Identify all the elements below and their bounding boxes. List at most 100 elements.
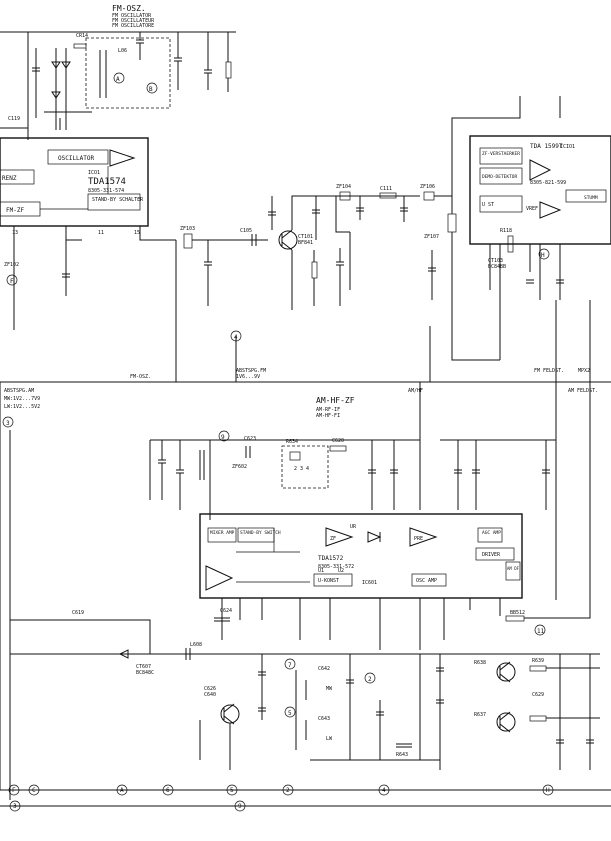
block-osc-amp: OSC AMP <box>416 578 437 584</box>
block-standby: STAND-BY SCHALTER <box>92 197 144 203</box>
sig-lw-range: LW:1V2...5V2 <box>4 404 40 410</box>
label-c623: C624 <box>220 608 232 614</box>
tda1574-name: TDA1574 <box>88 177 126 187</box>
am-hf-section: AM-HF-ZF AM-RF-IF AM-HF-FI 9 ZF602 R634 … <box>0 382 557 800</box>
sig-abst-am: ABSTSPG.AM <box>4 388 34 394</box>
label-zf602: R634 <box>286 439 298 445</box>
am-hf-sub-2: AM-HF-FI <box>316 413 340 419</box>
am-mode-lw: LW <box>326 736 333 742</box>
fm-osc-sub-2: FM OSCILLATEUR <box>112 18 155 24</box>
label-cl610: C619 <box>72 610 84 616</box>
am-hf-sub-1: AM-RF-IF <box>316 407 340 413</box>
block-zf: ZF <box>330 536 336 542</box>
bottom-ref-marker <box>226 784 238 796</box>
bottom-ref-label: 6 <box>166 787 170 794</box>
am-osc-section: C619 CT607 BC848C L608 C626 C640 7 5 C64… <box>10 610 600 770</box>
label-r628: R639 <box>532 658 544 664</box>
label-l609: C643 <box>318 716 330 722</box>
tda1572-part: 8305-331-572 <box>318 564 354 570</box>
label-c619: L608 <box>190 642 202 648</box>
label-c111: C111 <box>380 186 392 192</box>
bottom-ref-marker <box>282 784 294 796</box>
tda1572-name: TDA1572 <box>318 555 344 562</box>
ic-tda1572-box <box>199 513 523 599</box>
bottom-ref-marker <box>9 800 21 812</box>
block-driver: DRIVER <box>482 552 501 558</box>
label-l06: L06 <box>118 48 127 54</box>
label-l608: C642 <box>318 666 330 672</box>
label-bf841: BF841 <box>298 240 313 246</box>
svg-text:5: 5 <box>288 710 292 717</box>
label-zf104: ZF104 <box>336 184 351 190</box>
fm-if-chain: F ZF102 ZF103 C105 CT101 BF841 ZF104 C11… <box>4 184 457 336</box>
tda1574-part: 8305-331-574 <box>88 188 124 194</box>
svg-text:H: H <box>541 252 545 259</box>
svg-text:A: A <box>116 76 120 83</box>
label-bb512: BC848C <box>136 670 154 676</box>
transistor-ct608 <box>496 662 516 682</box>
block-agc: AGC AMP <box>482 530 501 536</box>
label-zf106: ZF106 <box>420 184 435 190</box>
svg-text:11: 11 <box>98 230 104 236</box>
svg-text:F: F <box>10 278 14 285</box>
tda1599-name: TDA 1599T <box>530 143 563 150</box>
label-r643: C629 <box>532 692 544 698</box>
label-r634: C620 <box>332 438 344 444</box>
label-zf107: ZF107 <box>424 234 439 240</box>
block-zf-verst: ZF-VERSTAERKER <box>482 151 520 157</box>
block-renz: RENZ <box>2 175 17 182</box>
label-ct609: R637 <box>474 712 486 718</box>
label-bc848b: BC848B <box>488 264 506 270</box>
ic-tda1574-box <box>0 137 149 227</box>
label-zf601: ZF602 <box>232 464 247 470</box>
label-cr14: CR14 <box>76 33 88 39</box>
tda1572-ref: IC601 <box>362 580 377 586</box>
svg-text:C119: C119 <box>8 116 20 122</box>
fm-osc-sub-1: FM OSCILLATOR <box>112 13 152 19</box>
svg-text:4: 4 <box>234 334 238 341</box>
sig-mpx2: MPX2 <box>578 368 590 374</box>
signal-label-row: 4 FM-OSZ. ABSTSPG.FM 1V6...9V FM FELDST.… <box>0 300 611 428</box>
block-ur: UR <box>350 524 357 530</box>
label-zf103: ZF103 <box>180 226 195 232</box>
block-pre: PRE <box>414 536 423 542</box>
svg-text:3: 3 <box>6 420 10 427</box>
label-r118: R118 <box>500 228 512 234</box>
label-d614: CT607 <box>136 664 151 670</box>
am-hf-title: AM-HF-ZF <box>316 396 355 405</box>
block-oscillator: OSCILLATOR <box>58 155 95 162</box>
tda1599-ref: ICIO1 <box>560 144 575 150</box>
block-am-df: AM DF <box>507 566 520 571</box>
bottom-ref-marker <box>28 784 40 796</box>
ic-tda1574: OSCILLATOR RENZ ICO1 TDA1574 8305-331-57… <box>0 137 149 236</box>
svg-text:15: 15 <box>134 230 140 236</box>
bottom-ref-marker <box>542 784 554 796</box>
svg-text:11: 11 <box>537 628 545 635</box>
am-mode-mw: MW <box>326 686 333 692</box>
label-c646: R643 <box>396 752 408 758</box>
block-u1: U1 <box>318 568 324 574</box>
bottom-ref-label: 3 <box>13 803 17 810</box>
sig-mw-range: MW:1V2...7V9 <box>4 396 40 402</box>
bottom-ref-marker <box>8 784 20 796</box>
label-c105: C105 <box>240 228 252 234</box>
tda1574-ref: ICO1 <box>88 170 100 176</box>
label-c622: C623 <box>244 436 256 442</box>
svg-text:9: 9 <box>221 434 225 441</box>
sig-am-feldst: AM FELDST. <box>568 388 598 394</box>
label-r641: BB512 <box>510 610 525 616</box>
block-demo: DEMO-DETEKTOR <box>482 174 518 180</box>
block-fm-zf: FM-ZF <box>6 207 24 214</box>
bottom-ref-label: 4 <box>382 787 386 794</box>
bottom-ref-label: F <box>12 787 16 794</box>
block-standby-switch: STAND-BY SWITCH <box>240 530 281 536</box>
bottom-ref-marker <box>378 784 390 796</box>
label-bc848c: C640 <box>204 692 216 698</box>
bottom-ref-label: H <box>546 787 550 794</box>
sig-fm-osz: FM-OSZ. <box>130 374 151 380</box>
label-ct607: C626 <box>204 686 216 692</box>
bottom-ref-label: A <box>120 787 124 794</box>
tda1599-part: 8305-821-599 <box>530 180 566 186</box>
